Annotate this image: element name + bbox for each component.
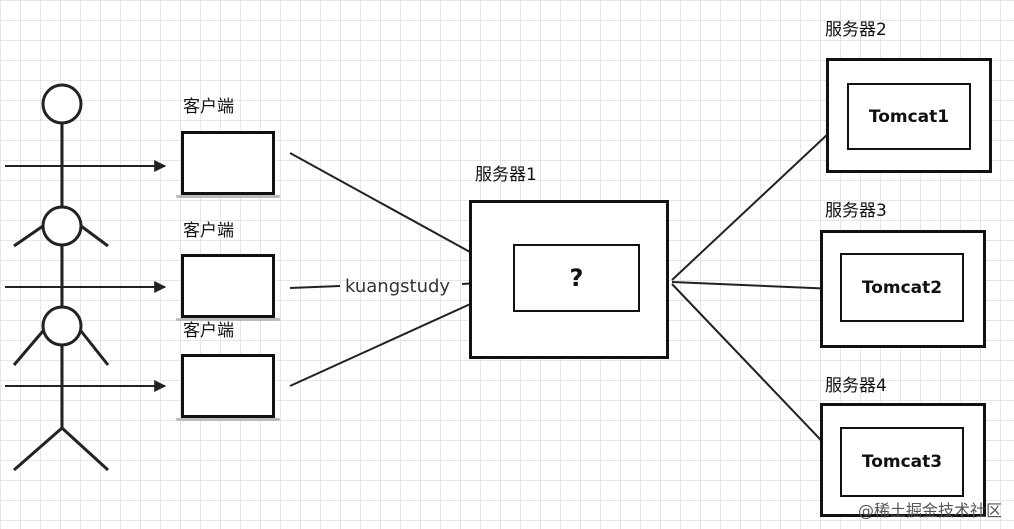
proxy-inner-box: ? [513,244,640,312]
edge-label: kuangstudy [345,276,451,297]
server4-title: 服务器4 [825,376,887,396]
proxy-title: 服务器1 [475,165,537,185]
client-label-3: 客户端 [183,321,234,341]
user-figure-2 [13,205,109,306]
server3-app: Tomcat2 [840,253,964,322]
server2-app: Tomcat1 [847,83,971,150]
arrow-client2-proxy-a [289,285,341,289]
user-figure-3 [12,305,110,472]
arrow-proxy-server4 [671,283,839,459]
client-laptop-2 [176,254,280,321]
client-label-2: 客户端 [183,221,234,241]
client-label-1: 客户端 [183,97,234,117]
server3-title: 服务器3 [825,201,887,221]
arrow-proxy-server3 [671,281,838,295]
server2-title: 服务器2 [825,20,887,40]
server4-app: Tomcat3 [840,427,964,497]
client-laptop-1 [176,131,280,198]
client-laptop-3 [176,354,280,421]
arrow-proxy-server2 [671,117,846,281]
watermark: @稀土掘金技术社区 [857,501,1002,520]
user-figure-1 [41,83,83,210]
